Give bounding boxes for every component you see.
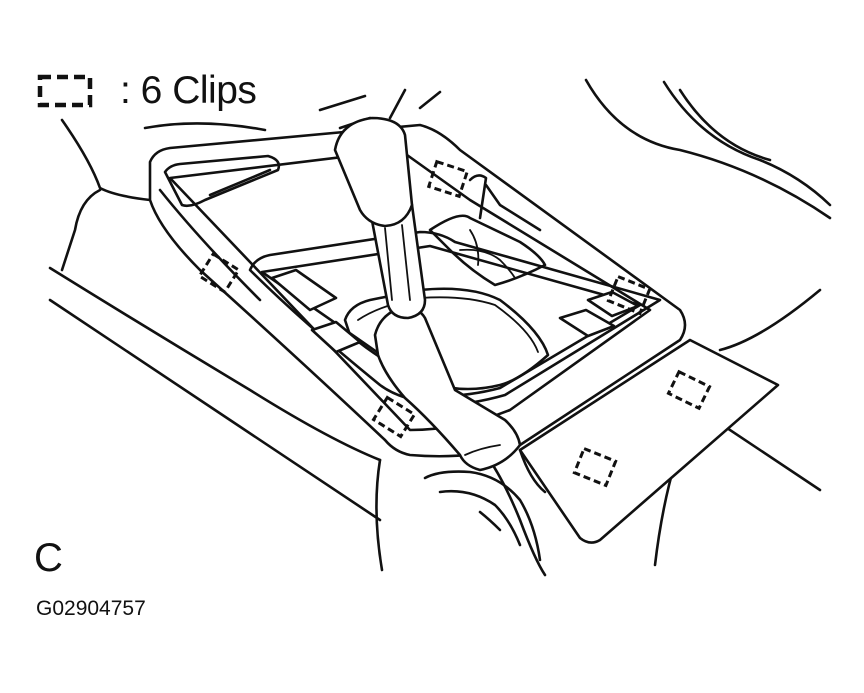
left-side-panel [48, 118, 384, 572]
view-letter: C [34, 536, 63, 580]
dashboard-outline [143, 78, 832, 220]
clip-marker [426, 159, 470, 199]
clips-legend: : 6 Clips [36, 68, 257, 114]
clip-marker [666, 369, 712, 411]
lower-fascia [423, 470, 542, 562]
dashed-square-clip-icon [37, 74, 93, 108]
clip-marker [371, 395, 417, 439]
clip-markers [197, 159, 712, 488]
shift-lever [333, 116, 522, 472]
clips-legend-label: : 6 Clips [120, 69, 257, 112]
clip-marker [197, 251, 241, 295]
shift-boot [428, 174, 547, 287]
figure-id: G02904757 [36, 597, 146, 620]
console-front-plate [518, 338, 780, 544]
clip-marker [606, 274, 652, 316]
clip-marker [572, 446, 618, 488]
